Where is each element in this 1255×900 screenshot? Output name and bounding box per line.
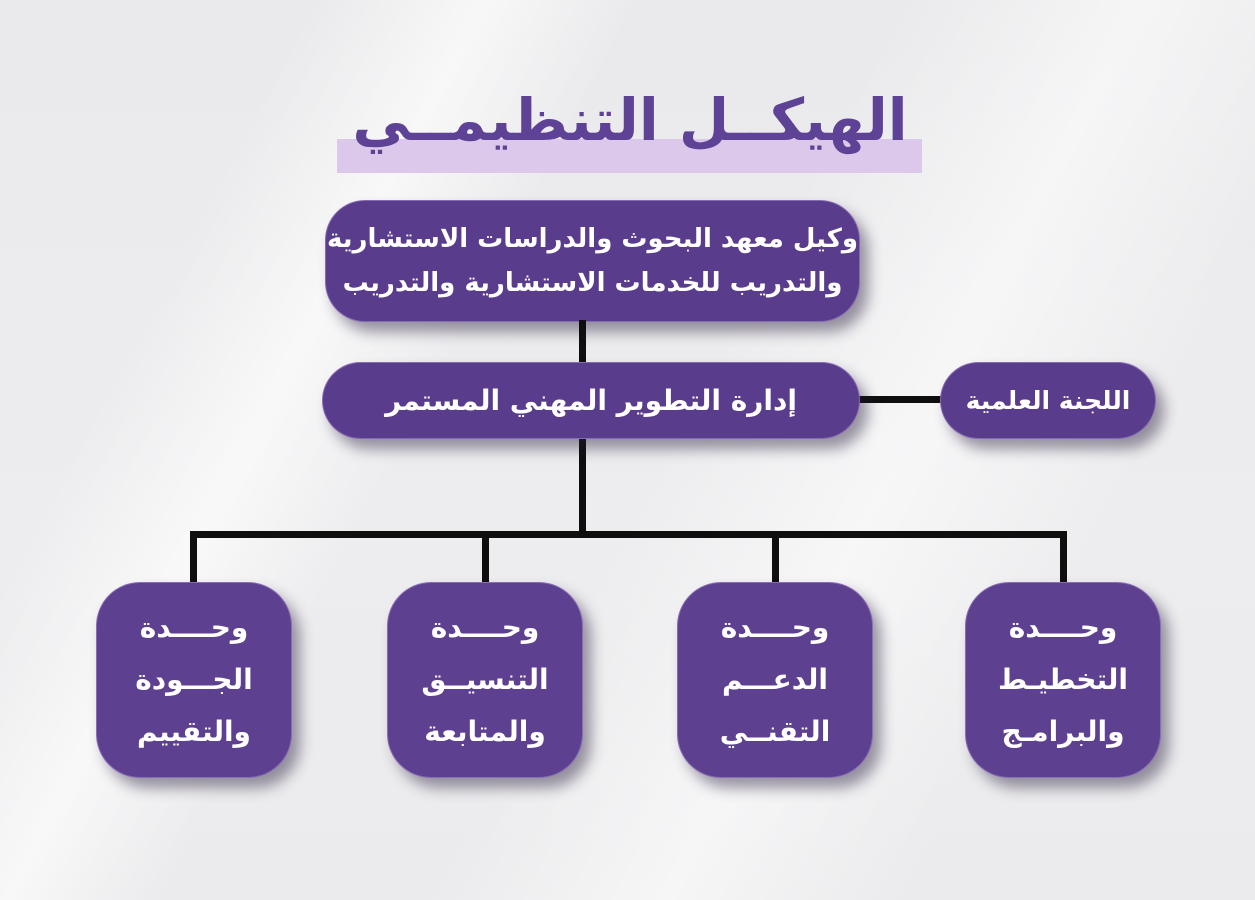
department-box-label: إدارة التطوير المهني المستمر — [385, 384, 797, 417]
connector-drop-unit-4 — [1060, 531, 1067, 584]
unit-label-line: التخطيـط — [998, 663, 1128, 697]
unit-label-line: والتقييم — [137, 714, 251, 748]
committee-box-label: اللجنة العلمية — [965, 386, 1131, 415]
unit-label-line: وحــــدة — [430, 611, 540, 645]
unit-label-line: والبرامـج — [1001, 714, 1125, 748]
connector-units-distributor — [190, 531, 1067, 538]
unit-box-coordination-followup: وحــــدة التنسيــق والمتابعة — [387, 582, 583, 778]
page-title: الهيكــل التنظيمــي — [352, 86, 908, 154]
unit-label-line: التقنــي — [719, 714, 831, 748]
department-box-professional-development: إدارة التطوير المهني المستمر — [322, 362, 860, 439]
title-highlight-band — [337, 139, 922, 173]
page-title-block: الهيكــل التنظيمــي — [280, 70, 980, 180]
unit-label-line: التنسيــق — [421, 663, 549, 697]
unit-label-line: الجـــودة — [135, 663, 253, 697]
connector-drop-unit-1 — [190, 531, 197, 584]
committee-box-scientific: اللجنة العلمية — [940, 362, 1156, 439]
unit-label-line: وحــــدة — [720, 611, 830, 645]
unit-label-line: وحــــدة — [139, 611, 249, 645]
unit-box-quality-evaluation: وحــــدة الجـــودة والتقييم — [96, 582, 292, 778]
root-box-label-line2: والتدريب للخدمات الاستشارية والتدريب — [342, 268, 843, 298]
unit-label-line: وحــــدة — [1008, 611, 1118, 645]
unit-box-planning-programs: وحــــدة التخطيـط والبرامـج — [965, 582, 1161, 778]
unit-box-technical-support: وحــــدة الدعـــم التقنــي — [677, 582, 873, 778]
connector-drop-unit-3 — [772, 531, 779, 584]
connector-department-to-committee — [858, 396, 942, 403]
unit-label-line: الدعـــم — [721, 663, 829, 697]
connector-department-to-units — [579, 437, 586, 535]
connector-root-to-department — [579, 320, 586, 364]
root-box-label-line1: وكيل معهد البحوث والدراسات الاستشارية — [326, 223, 859, 254]
root-box-institute-agent: وكيل معهد البحوث والدراسات الاستشارية وا… — [325, 200, 860, 322]
unit-label-line: والمتابعة — [424, 714, 546, 748]
connector-drop-unit-2 — [482, 531, 489, 584]
